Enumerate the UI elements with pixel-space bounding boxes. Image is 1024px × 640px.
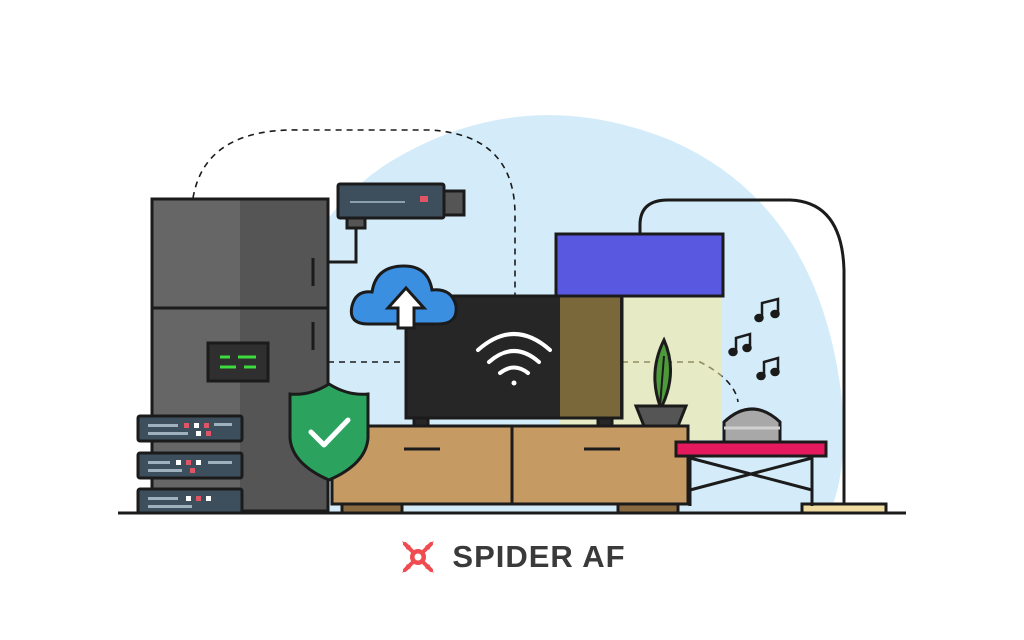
wifi-icon [476, 332, 552, 386]
lamp-icon [554, 198, 888, 515]
fridge-display-segments [220, 355, 256, 369]
smart-speaker-icon [722, 407, 782, 444]
tv-cabinet [330, 424, 690, 515]
fridge-display [206, 341, 270, 383]
music-note-icon [728, 297, 780, 381]
cloud-upload-icon [349, 264, 458, 330]
shield-check-icon [288, 382, 370, 482]
spider-logo-icon [402, 541, 435, 573]
lampshade [554, 232, 725, 298]
server-rack-icon [136, 414, 244, 515]
brand-name: SPIDER AF [452, 539, 626, 574]
plant-icon [633, 336, 689, 428]
security-camera-icon [328, 182, 466, 264]
brand-lockup: SPIDER AF [0, 530, 1024, 584]
